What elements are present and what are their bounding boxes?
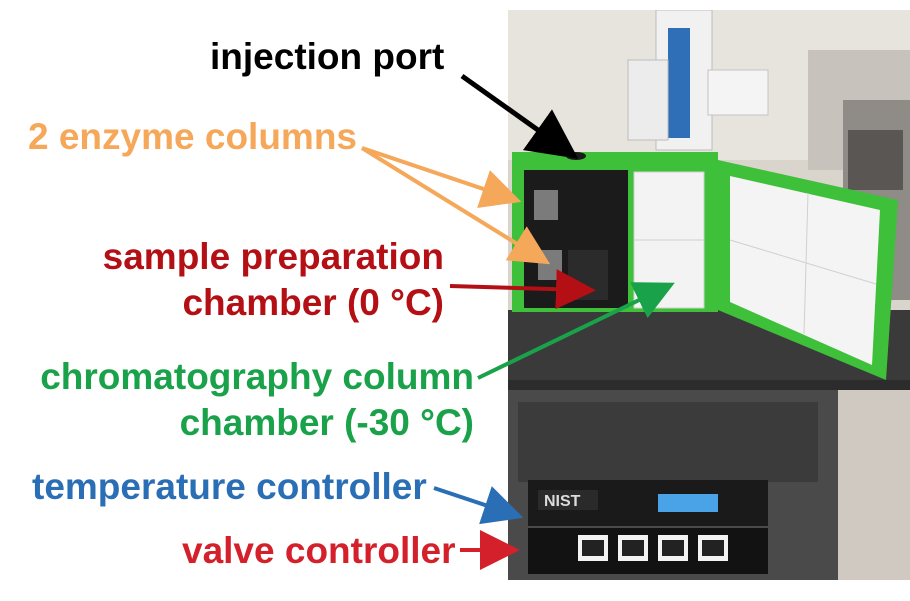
sample-prep-label-line2: chamber (0 °C) xyxy=(182,282,444,323)
enzyme-column-arrow-1 xyxy=(361,146,522,208)
sample-prep-label-line1: sample preparation xyxy=(102,236,444,277)
injection-port-label: injection port xyxy=(210,36,445,77)
controller-brand-text: NIST xyxy=(544,493,581,510)
sample-prep-arrow xyxy=(449,269,596,310)
enzyme-column-arrow-2 xyxy=(360,146,551,265)
chromatography-label-line1: chromatography column xyxy=(40,356,474,397)
valve-controller-label: valve controller xyxy=(182,530,456,571)
chromatography-arrow xyxy=(477,282,675,380)
chromatography-label-line2: chamber (-30 °C) xyxy=(179,402,474,443)
temperature-controller-arrow xyxy=(433,486,524,525)
injection-port-arrow xyxy=(460,73,579,159)
enzyme-columns-label: 2 enzyme columns xyxy=(28,116,358,157)
temperature-controller-label: temperature controller xyxy=(32,466,427,507)
